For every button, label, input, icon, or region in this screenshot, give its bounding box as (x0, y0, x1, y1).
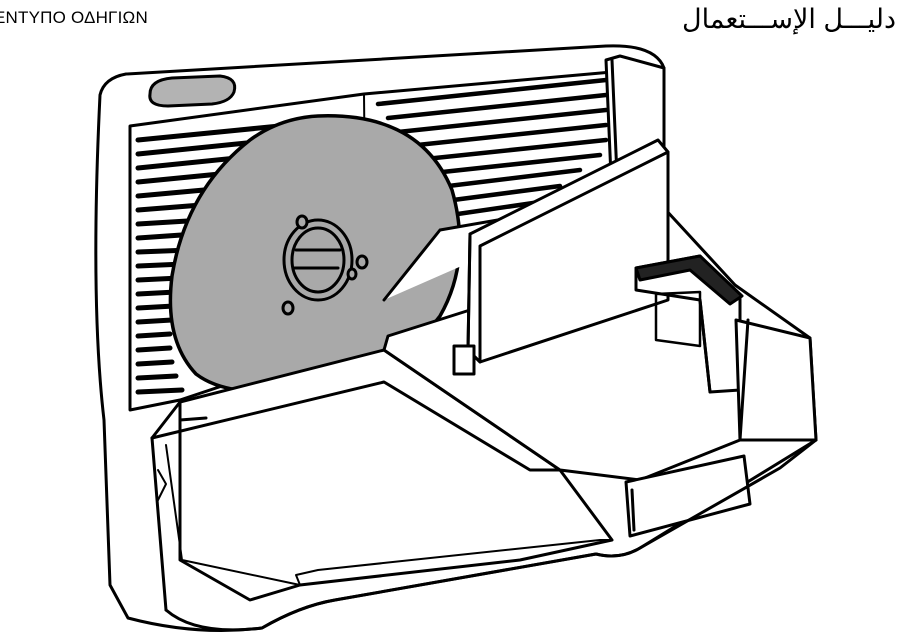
pusher-knob (452, 344, 476, 376)
blade-hub (281, 214, 369, 316)
base-left-edge (150, 400, 208, 440)
blade-guard (382, 54, 666, 302)
front-latch (624, 454, 752, 538)
manual-title-arabic: دليـــل الإســـتعمال (682, 4, 896, 34)
carriage-handle (634, 254, 744, 306)
bottom-base (164, 438, 818, 632)
manual-title-greek: ΕΝΤΥΠΟ ΟΔΗΓΙΩΝ (0, 8, 148, 27)
handle-slot (148, 74, 237, 108)
